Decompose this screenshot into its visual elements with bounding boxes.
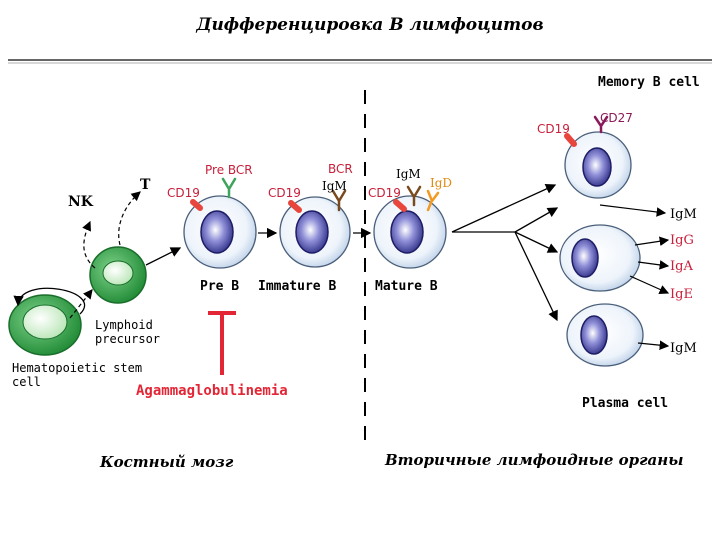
memory-b-cell-label: Memory B cell [598, 75, 700, 90]
arrow-to-plasma-3 [514, 231, 558, 322]
arrow-to-nk [82, 220, 96, 269]
igg-label: IgG [670, 233, 694, 248]
pre-bcr-label: Pre BCR [205, 163, 253, 177]
arrow-igg [634, 236, 670, 247]
agammaglobulinemia-label: Agammaglobulinemia [136, 383, 288, 399]
igd-mature-label: IgD [430, 176, 452, 190]
page-title: Дифференцировка В лимфоцитов [195, 15, 543, 35]
immature-b-cell [279, 189, 351, 268]
secondary-organs-label: Вторичные лимфоидные органы [384, 451, 683, 469]
hsc-label-2: cell [12, 375, 41, 389]
arrow-precursor-to-preb [145, 247, 182, 266]
mature-b-cell [373, 185, 447, 269]
hematopoietic-stem-cell [8, 287, 86, 356]
cd27-label: CD27 [600, 111, 633, 125]
memory-b-cell [564, 115, 632, 199]
bcr-label: BCR [328, 162, 353, 176]
arrow-ige [629, 275, 670, 294]
nk-label: NK [68, 194, 94, 210]
t-label: T [140, 177, 151, 193]
cd19-pre-b-label: CD19 [167, 186, 200, 200]
arrow-to-memory [451, 184, 557, 233]
block-symbol [208, 311, 236, 375]
arrow-igm-memory [599, 204, 667, 217]
plasma-cell-igm [566, 303, 644, 367]
ige-label: IgE [670, 287, 693, 302]
igm-plasma-label: IgM [670, 341, 697, 356]
iga-label: IgA [670, 259, 693, 274]
arrow-igm-plasma [637, 340, 670, 350]
lymphoid-precursor-label-2: precursor [95, 332, 160, 346]
arrow-to-plasma-2 [514, 231, 559, 253]
igm-memory-label: IgM [670, 207, 697, 222]
arrow-iga [637, 260, 670, 270]
cd19-immature-label: CD19 [268, 186, 301, 200]
plasma-cell-label: Plasma cell [582, 396, 668, 411]
pre-b-cell [183, 177, 257, 269]
pre-b-label: Pre B [200, 279, 239, 294]
immature-b-label: Immature B [258, 279, 336, 294]
igm-immature-label: IgM [322, 179, 347, 193]
cd19-memory-label: CD19 [537, 122, 570, 136]
arrow-to-t [118, 191, 141, 246]
arrow-to-plasma-1 [514, 207, 559, 233]
mature-b-label: Mature B [375, 279, 438, 294]
bone-marrow-label: Костный мозг [99, 453, 234, 471]
hsc-label-1: Hematopoietic stem [12, 361, 142, 375]
lymphoid-precursor-cell [89, 246, 147, 304]
cd19-mature-label: CD19 [368, 186, 401, 200]
lymphoid-precursor-label-1: Lymphoid [95, 318, 153, 332]
arrow-hsc-to-precursor [69, 289, 93, 319]
plasma-cell-main [559, 224, 641, 292]
igm-mature-label: IgM [396, 167, 421, 181]
